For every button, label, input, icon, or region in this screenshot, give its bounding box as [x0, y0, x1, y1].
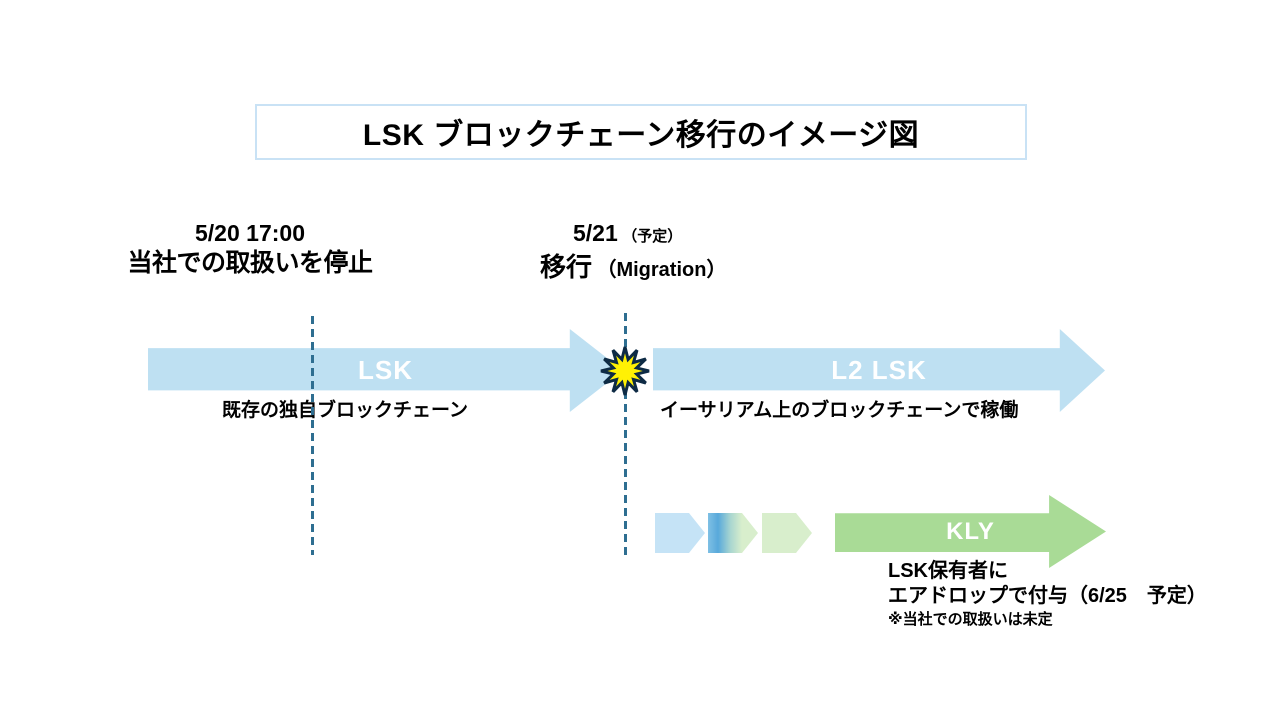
lsk-arrow-caption: 既存の独自ブロックチェーン	[221, 400, 469, 421]
milestone-trading-stop: 5/20 17:00 当社での取扱いを停止	[118, 219, 382, 279]
kly-note-line-3: ※当社での取扱いは未定	[888, 611, 1053, 628]
diagram-title-box: LSK ブロックチェーン移行のイメージ図	[255, 104, 1027, 160]
migration-date-line: 5/21 （予定）	[540, 219, 790, 251]
migration-date: 5/21	[573, 220, 618, 246]
milestone-migration: 5/21 （予定） 移行 （Migration）	[540, 219, 790, 288]
trading-stop-datetime: 5/20 17:00	[195, 220, 305, 246]
migration-label-note: （Migration）	[596, 259, 727, 281]
migration-date-note: （予定）	[622, 228, 683, 245]
kly-arrow-label: KLY	[946, 517, 995, 545]
lsk-arrow-label: LSK	[358, 355, 413, 385]
kly-transition-chevron-3	[762, 513, 812, 553]
kly-transition-chevron-1	[655, 513, 705, 553]
kly-note-line-2: エアドロップで付与（6/25 予定）	[888, 585, 1207, 607]
migration-label-line: 移行 （Migration）	[540, 251, 790, 288]
l2lsk-arrow-caption: イーサリアム上のブロックチェーンで稼働	[660, 400, 1019, 421]
migration-dashed-line	[624, 313, 627, 558]
migration-label: 移行	[540, 252, 593, 282]
diagram-title: LSK ブロックチェーン移行のイメージ図	[362, 119, 920, 152]
trading-stop-label: 当社での取扱いを停止	[127, 249, 373, 277]
kly-transition-chevron-2	[708, 513, 758, 553]
kly-timeline-arrow: KLY	[835, 495, 1106, 568]
trading-stop-dashed-line	[311, 316, 314, 555]
kly-note-line-1: LSK保有者に	[888, 560, 1008, 582]
l2lsk-arrow-label: L2 LSK	[831, 355, 927, 385]
explosion-burst-icon	[600, 346, 650, 396]
kly-notes-block: LSK保有者に エアドロップで付与（6/25 予定） ※当社での取扱いは未定	[888, 559, 1207, 631]
